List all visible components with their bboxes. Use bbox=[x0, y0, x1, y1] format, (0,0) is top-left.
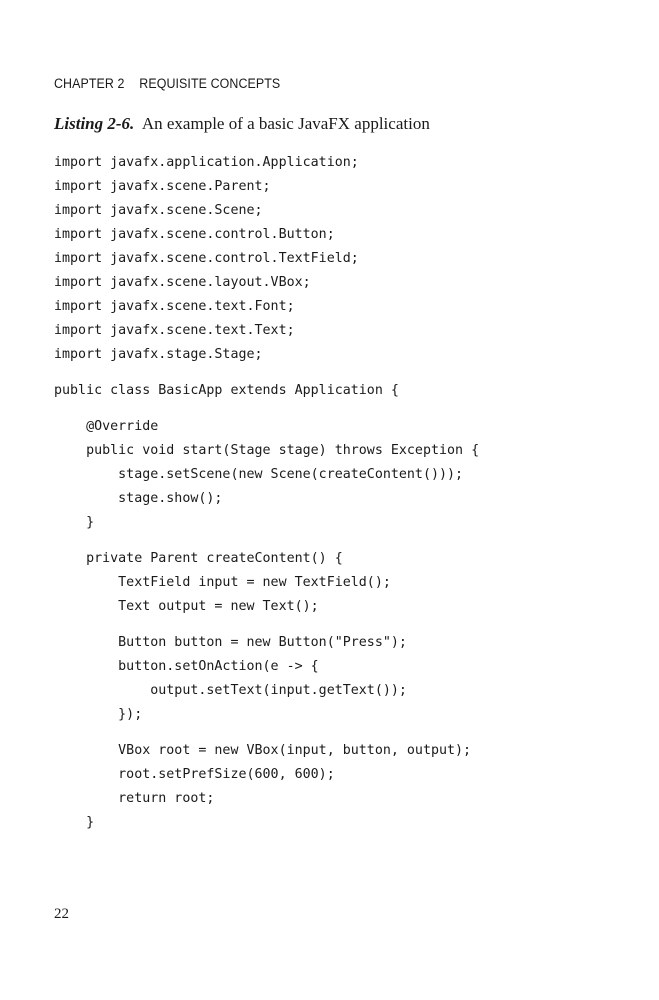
code-listing: import javafx.application.Application; im… bbox=[54, 150, 479, 834]
code-line: import javafx.scene.text.Text; bbox=[54, 322, 295, 338]
code-line: Text output = new Text(); bbox=[54, 598, 319, 614]
code-line: return root; bbox=[54, 790, 215, 806]
code-line: @Override bbox=[54, 418, 159, 434]
code-line: } bbox=[54, 814, 95, 830]
code-line: import javafx.stage.Stage; bbox=[54, 346, 263, 362]
listing-label: Listing 2-6. bbox=[54, 114, 135, 133]
code-line: root.setPrefSize(600, 600); bbox=[54, 766, 335, 782]
code-line: button.setOnAction(e -> { bbox=[54, 658, 319, 674]
code-line: public class BasicApp extends Applicatio… bbox=[54, 382, 399, 398]
chapter-label: CHAPTER 2 bbox=[54, 76, 125, 91]
code-line: stage.setScene(new Scene(createContent()… bbox=[54, 466, 464, 482]
code-line: } bbox=[54, 514, 95, 530]
code-line: VBox root = new VBox(input, button, outp… bbox=[54, 742, 472, 758]
running-header: CHAPTER 2 REQUISITE CONCEPTS bbox=[54, 76, 280, 91]
code-line: TextField input = new TextField(); bbox=[54, 574, 391, 590]
code-line: import javafx.scene.text.Font; bbox=[54, 298, 295, 314]
code-line: import javafx.scene.Scene; bbox=[54, 202, 263, 218]
code-line: private Parent createContent() { bbox=[54, 550, 343, 566]
code-line: public void start(Stage stage) throws Ex… bbox=[54, 442, 480, 458]
code-line: output.setText(input.getText()); bbox=[54, 682, 407, 698]
code-line: Button button = new Button("Press"); bbox=[54, 634, 407, 650]
code-line: import javafx.scene.Parent; bbox=[54, 178, 271, 194]
page-number: 22 bbox=[54, 906, 69, 922]
listing-caption: Listing 2-6. An example of a basic JavaF… bbox=[54, 114, 430, 134]
code-line: }); bbox=[54, 706, 143, 722]
code-line: import javafx.scene.layout.VBox; bbox=[54, 274, 311, 290]
chapter-title: REQUISITE CONCEPTS bbox=[139, 76, 281, 91]
code-line: import javafx.scene.control.Button; bbox=[54, 226, 335, 242]
listing-title: An example of a basic JavaFX application bbox=[141, 114, 430, 133]
code-line: stage.show(); bbox=[54, 490, 223, 506]
code-line: import javafx.scene.control.TextField; bbox=[54, 250, 359, 266]
code-line: import javafx.application.Application; bbox=[54, 154, 359, 170]
